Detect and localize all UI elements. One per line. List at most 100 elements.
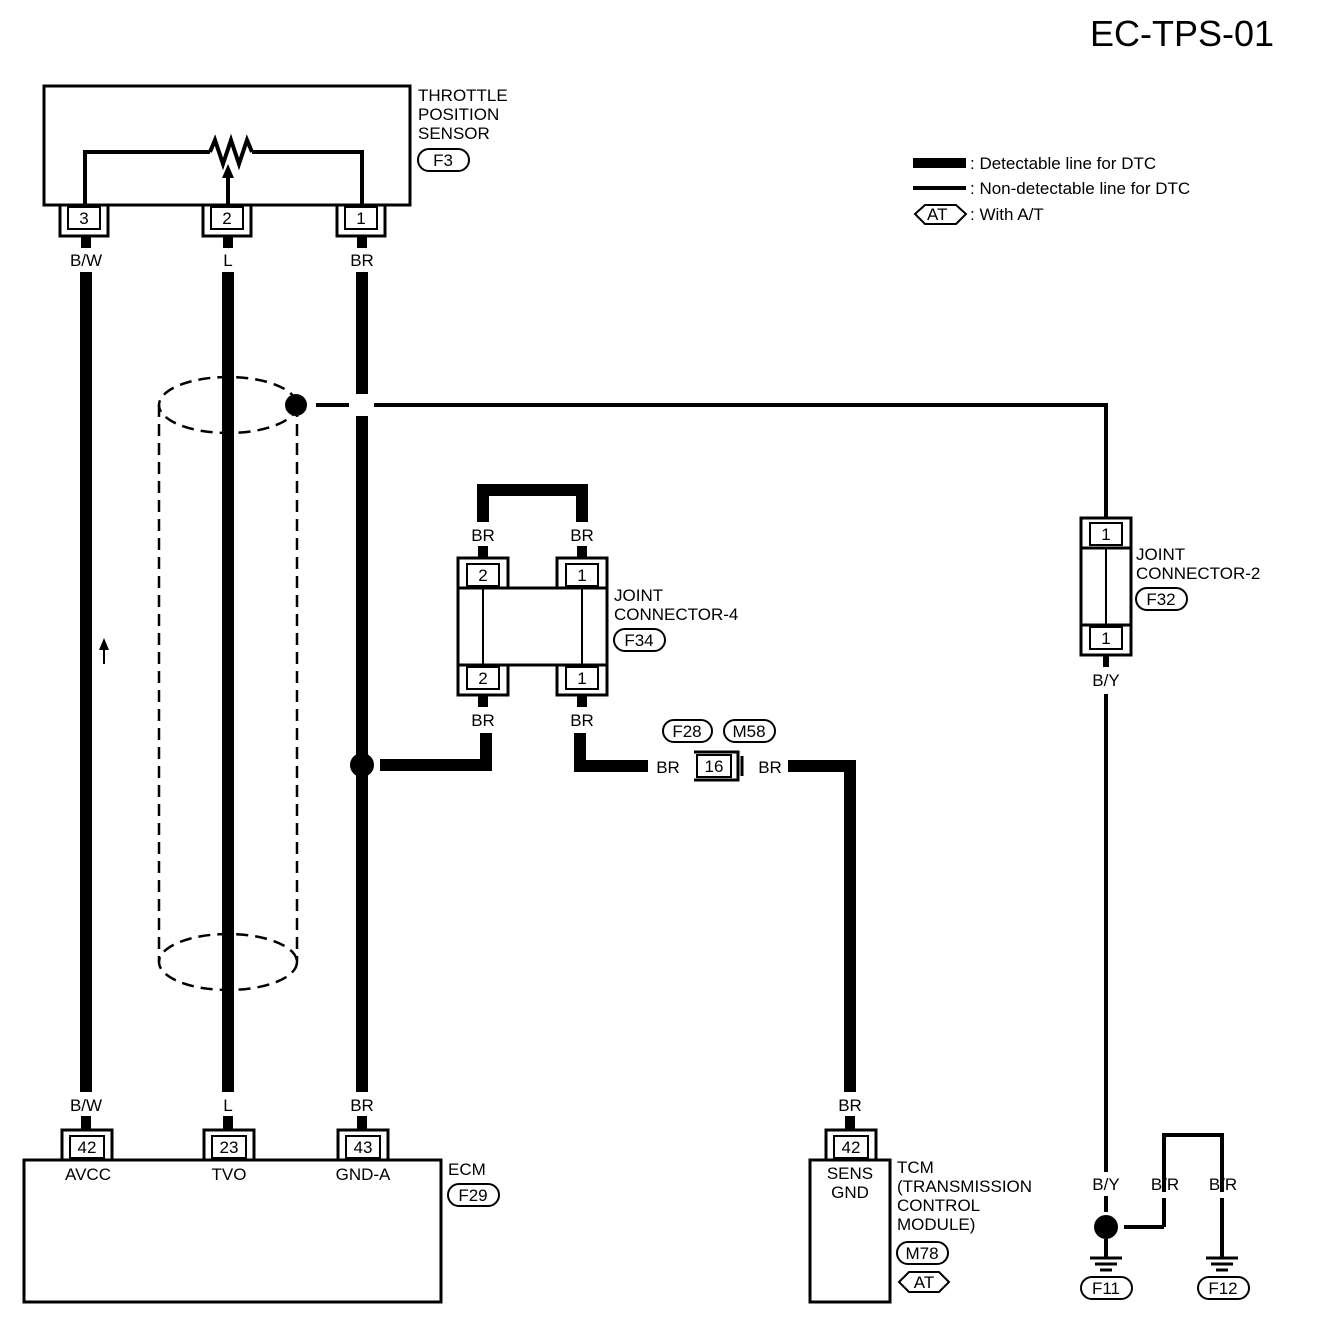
grounds: B/Y B/R B/R F11 F12 bbox=[1080, 1133, 1250, 1300]
legend-non-detectable: : Non-detectable line for DTC bbox=[970, 179, 1190, 198]
inline-pin: 16 bbox=[705, 757, 724, 776]
ecm-connector-badge bbox=[447, 1183, 500, 1207]
svg-text:1: 1 bbox=[356, 209, 365, 228]
ecm-wire-bw: B/W bbox=[70, 1096, 102, 1115]
tps-title-2: POSITION bbox=[418, 105, 499, 124]
svg-text:BR: BR bbox=[471, 711, 495, 730]
jc4-top-pin-2: 2 bbox=[478, 566, 487, 585]
jc4-title-1: JOINT bbox=[614, 586, 663, 605]
ground-wire-br-1: B/R bbox=[1151, 1175, 1179, 1194]
ecm: B/W L BR 42 23 43 AVCC TVO GND-A ECM F29 bbox=[22, 1096, 500, 1304]
direction-arrow-icon bbox=[99, 638, 109, 650]
inline-right-wire: BR bbox=[758, 758, 782, 777]
ground-jumper bbox=[1162, 1133, 1224, 1192]
wire-splice-to-jc4 bbox=[380, 733, 492, 771]
wire-jc4-to-inline bbox=[574, 733, 648, 772]
ground-symbol-f12-icon bbox=[1206, 1256, 1238, 1272]
ground-f12: F12 bbox=[1208, 1279, 1237, 1298]
tcm-title-1: TCM bbox=[897, 1158, 934, 1177]
svg-text:BR: BR bbox=[471, 526, 495, 545]
tps-pin-3: 3 bbox=[58, 205, 110, 238]
ecm-terminal-avcc: AVCC bbox=[65, 1165, 111, 1184]
ground-splice bbox=[1094, 1215, 1118, 1239]
tcm: BR 42 SENS GND TCM (TRANSMISSION CONTROL… bbox=[808, 1096, 1032, 1304]
ground-symbol-f11-icon bbox=[1090, 1256, 1122, 1272]
ecm-terminal-gnd-a: GND-A bbox=[336, 1165, 391, 1184]
jc4-bottom-pin-1: 1 bbox=[577, 669, 586, 688]
svg-text:BR: BR bbox=[570, 711, 594, 730]
ecm-pin-43: 43 bbox=[354, 1138, 373, 1157]
tps-pin-1: 1 bbox=[335, 205, 387, 238]
tps-title-1: THROTTLE bbox=[418, 86, 508, 105]
tcm-connector-badge bbox=[896, 1241, 949, 1265]
jc2-connector-badge bbox=[1135, 587, 1188, 611]
wire-br-top: BR bbox=[350, 251, 374, 270]
shield-drain-splice bbox=[285, 394, 307, 416]
wire-bw-top: B/W bbox=[70, 251, 102, 270]
wire-inline-to-tcm bbox=[788, 760, 856, 1092]
tcm-connector-id: M78 bbox=[905, 1244, 938, 1263]
wiper-arrow-icon bbox=[222, 164, 234, 178]
ground-f11: F11 bbox=[1092, 1279, 1120, 1298]
jc2-title-1: JOINT bbox=[1136, 545, 1185, 564]
tps-connector-id: F3 bbox=[433, 151, 453, 170]
jc4-connector-id: F34 bbox=[624, 631, 653, 650]
inline-right-id: M58 bbox=[732, 722, 765, 741]
joint-connector-2: 1 1 B/Y JOINT CONNECTOR-2 F32 bbox=[1079, 516, 1260, 690]
tps-title-3: SENSOR bbox=[418, 124, 490, 143]
svg-text:3: 3 bbox=[79, 209, 88, 228]
legend-at-tag bbox=[913, 204, 968, 225]
jc4-bottom-pin-2: 2 bbox=[478, 669, 487, 688]
tcm-terminal-2: GND bbox=[831, 1183, 869, 1202]
ecm-pin-23: 23 bbox=[220, 1138, 239, 1157]
tcm-pin-42: 42 bbox=[842, 1138, 861, 1157]
legend-at-text: AT bbox=[927, 205, 947, 224]
tcm-title-3: CONTROL bbox=[897, 1196, 980, 1215]
legend-with-at: : With A/T bbox=[970, 205, 1044, 224]
br-splice bbox=[350, 753, 374, 777]
tcm-box bbox=[808, 1158, 892, 1304]
jc4-connector-badge bbox=[613, 628, 666, 652]
svg-text:2: 2 bbox=[222, 209, 231, 228]
legend: : Detectable line for DTC : Non-detectab… bbox=[913, 154, 1190, 225]
joint-connector-4: BR BR 2 1 2 1 BR BR JOINT CONNECTOR-4 F3… bbox=[456, 484, 738, 730]
inline-left-wire: BR bbox=[656, 758, 680, 777]
jc4-body bbox=[456, 586, 609, 667]
ground-wire-br-2: B/R bbox=[1209, 1175, 1237, 1194]
throttle-position-sensor: 3 2 1 THROTTLE POSITION SENSOR F3 bbox=[42, 84, 508, 238]
ecm-wire-l: L bbox=[223, 1096, 232, 1115]
tps-internal-left bbox=[83, 150, 210, 205]
ecm-title: ECM bbox=[448, 1160, 486, 1179]
tps-internal-right bbox=[252, 150, 364, 205]
tcm-title-4: MODULE) bbox=[897, 1215, 975, 1234]
ecm-box bbox=[22, 1158, 443, 1304]
ecm-terminal-tvo: TVO bbox=[212, 1165, 247, 1184]
diagram-id: EC-TPS-01 bbox=[1090, 13, 1274, 54]
jc2-bottom-pin: 1 bbox=[1101, 629, 1110, 648]
ecm-pin-42: 42 bbox=[78, 1138, 97, 1157]
tcm-title-2: (TRANSMISSION bbox=[897, 1177, 1032, 1196]
tps-pin-2: 2 bbox=[201, 205, 253, 238]
ecm-wire-br: BR bbox=[350, 1096, 374, 1115]
jc2-wire: B/Y bbox=[1092, 671, 1119, 690]
tps-connector-badge bbox=[417, 148, 470, 172]
ecm-connector-id: F29 bbox=[458, 1186, 487, 1205]
svg-text:BR: BR bbox=[570, 526, 594, 545]
jc4-title-2: CONNECTOR-4 bbox=[614, 605, 738, 624]
legend-detectable: : Detectable line for DTC bbox=[970, 154, 1156, 173]
tcm-at-tag bbox=[897, 1271, 951, 1293]
resistor-icon bbox=[208, 133, 254, 171]
tcm-terminal-1: SENS bbox=[827, 1164, 873, 1183]
inline-connector: F28 M58 BR 16 BR bbox=[656, 719, 782, 782]
wire-l-top: L bbox=[223, 251, 232, 270]
jc2-title-2: CONNECTOR-2 bbox=[1136, 564, 1260, 583]
drain-line bbox=[374, 403, 1108, 518]
jc2-top-pin: 1 bbox=[1101, 525, 1110, 544]
inline-left-id: F28 bbox=[672, 722, 701, 741]
ground-wire-by: B/Y bbox=[1092, 1175, 1119, 1194]
jc2-connector-id: F32 bbox=[1146, 590, 1175, 609]
tcm-at-text: AT bbox=[914, 1273, 934, 1292]
jc4-top-pin-1: 1 bbox=[577, 566, 586, 585]
jc4-top-loop bbox=[477, 484, 588, 522]
